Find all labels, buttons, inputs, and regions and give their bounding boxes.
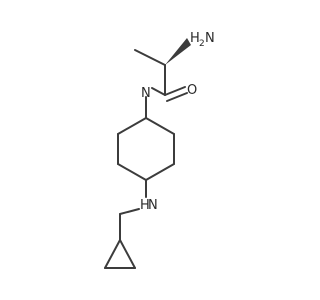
bond-methyl-chiral [134, 49, 166, 66]
bond-carbonyl-oxygen-2 [166, 92, 188, 102]
amide-o-label: O [187, 83, 197, 98]
ring-amine-h-label: H [140, 198, 150, 213]
amine-n-label: N [205, 31, 215, 46]
amine-h-label: H [190, 31, 200, 46]
amide-n-label: N [141, 86, 151, 101]
wedge-bond-chiral-amine [165, 38, 191, 65]
cyclopropyl-bond-3 [119, 239, 136, 269]
ring-amine-n-label: N [148, 198, 158, 213]
amine-h-subscript: 2 [199, 39, 205, 49]
ring-bond-4 [117, 163, 147, 181]
chemical-structure-diagram: H 2 N N O H N [104, 31, 215, 269]
ring-bond-6 [117, 117, 147, 135]
bond-amine-ch2 [119, 208, 140, 215]
ring-bond-3 [145, 163, 175, 181]
bond-carbonyl-amide-n [151, 87, 166, 96]
ring-bond-1 [145, 117, 175, 135]
bond-carbonyl-oxygen-1 [164, 86, 186, 96]
cyclopropyl-bond-1 [104, 239, 121, 269]
